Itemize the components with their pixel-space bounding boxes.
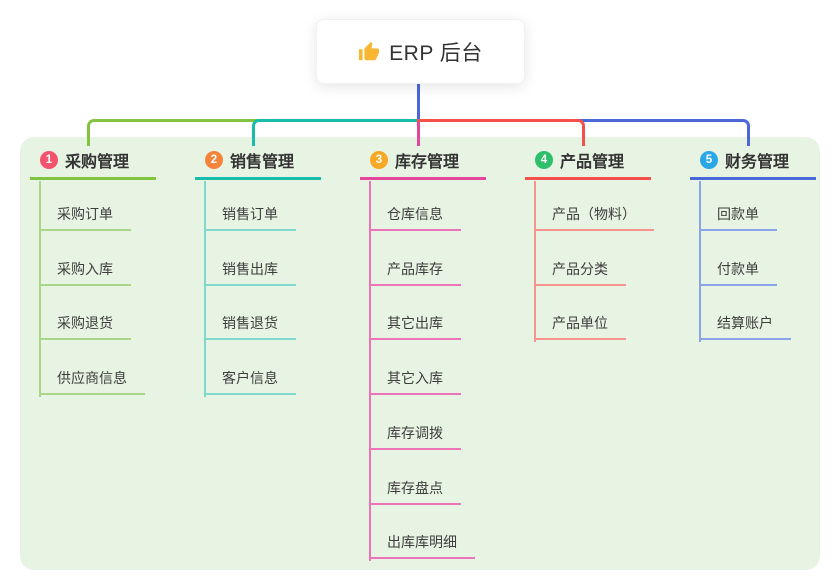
child-topic[interactable]: 销售订单 xyxy=(204,205,296,231)
branches-panel xyxy=(20,137,820,570)
root-title: ERP 后台 xyxy=(389,41,483,65)
child-topic[interactable]: 采购订单 xyxy=(39,205,131,231)
branch-elbow-connector xyxy=(87,119,418,146)
branch-topic[interactable]: 5 财务管理 xyxy=(690,148,816,180)
branch-number-badge: 4 xyxy=(535,151,553,169)
branch-label: 财务管理 xyxy=(725,154,790,171)
branch-elbow-connector xyxy=(417,119,585,146)
branch-number-badge: 1 xyxy=(40,151,58,169)
child-topic[interactable]: 采购入库 xyxy=(39,260,131,286)
branch-drop-connector xyxy=(417,122,420,146)
child-topic[interactable]: 客户信息 xyxy=(204,369,296,395)
child-topic[interactable]: 回款单 xyxy=(699,205,777,231)
branch-elbow-connector xyxy=(252,119,418,146)
branch-number-badge: 2 xyxy=(205,151,223,169)
branch-number-badge: 5 xyxy=(700,151,718,169)
child-topic[interactable]: 产品（物料） xyxy=(534,205,654,231)
branch-number-badge: 3 xyxy=(370,151,388,169)
child-topic[interactable]: 仓库信息 xyxy=(369,205,461,231)
branch-elbow-connector xyxy=(417,119,750,146)
branch-label: 产品管理 xyxy=(560,154,625,171)
branch-topic[interactable]: 1 采购管理 xyxy=(30,148,156,180)
branch-label: 库存管理 xyxy=(395,154,460,171)
branch-topic[interactable]: 4 产品管理 xyxy=(525,148,651,180)
root-stem-connector xyxy=(417,78,420,122)
child-topic[interactable]: 结算账户 xyxy=(699,314,791,340)
branch-label: 销售管理 xyxy=(230,154,295,171)
branch-topic[interactable]: 2 销售管理 xyxy=(195,148,321,180)
branch-spine xyxy=(204,181,206,398)
child-topic[interactable]: 出库库明细 xyxy=(369,533,475,559)
branch-label: 采购管理 xyxy=(65,154,130,171)
child-topic[interactable]: 其它入库 xyxy=(369,369,461,395)
root-node[interactable]: ERP 后台 xyxy=(316,19,525,84)
child-topic[interactable]: 其它出库 xyxy=(369,314,461,340)
child-topic[interactable]: 付款单 xyxy=(699,260,777,286)
branch-spine xyxy=(699,181,701,343)
branch-topic[interactable]: 3 库存管理 xyxy=(360,148,486,180)
branch-spine xyxy=(369,181,371,562)
child-topic[interactable]: 产品分类 xyxy=(534,260,626,286)
branch-spine xyxy=(39,181,41,398)
child-topic[interactable]: 产品库存 xyxy=(369,260,461,286)
child-topic[interactable]: 销售出库 xyxy=(204,260,296,286)
child-topic[interactable]: 产品单位 xyxy=(534,314,626,340)
child-topic[interactable]: 销售退货 xyxy=(204,314,296,340)
thumbs-up-icon xyxy=(358,41,380,63)
branch-spine xyxy=(534,181,536,343)
child-topic[interactable]: 库存盘点 xyxy=(369,479,461,505)
child-topic[interactable]: 供应商信息 xyxy=(39,369,145,395)
child-topic[interactable]: 库存调拨 xyxy=(369,424,461,450)
child-topic[interactable]: 采购退货 xyxy=(39,314,131,340)
